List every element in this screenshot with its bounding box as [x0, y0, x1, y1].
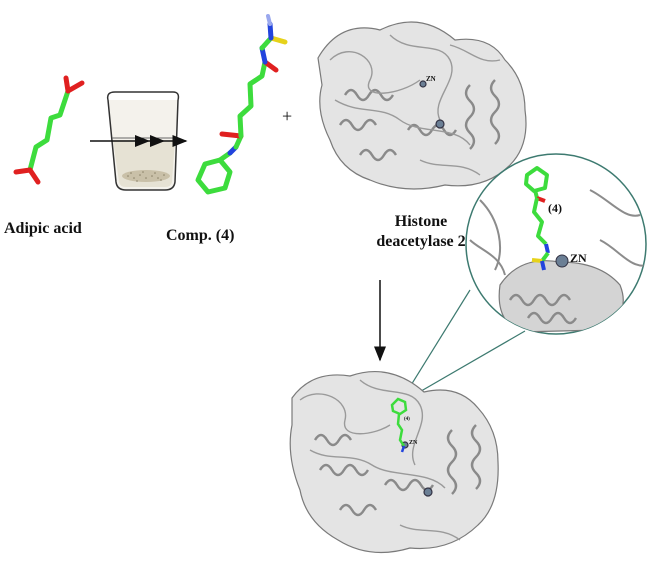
protein-ligand-complex [289, 370, 499, 554]
adipic-acid-molecule [13, 75, 85, 185]
compound-label-zoom: (4) [548, 201, 562, 215]
histone-deacetylase-label: Histone deacetylase 2 [376, 213, 466, 250]
zn-label-top: ZN [426, 75, 436, 83]
histone-deacetylase-protein [317, 21, 527, 190]
adipic-acid-label: Adipic acid [4, 220, 82, 237]
zn-label-bottom: ZN [409, 440, 418, 446]
zoom-callout-icon [407, 153, 647, 395]
compound-label: Comp. (4) [166, 227, 235, 244]
plus-sign: + [282, 106, 293, 126]
beaker-icon [106, 91, 180, 191]
double-arrow-icon [90, 135, 188, 147]
compound-4-molecule [195, 14, 288, 195]
zn-label-zoom: ZN [570, 251, 587, 265]
compound-label-bottom: (4) [404, 417, 410, 422]
